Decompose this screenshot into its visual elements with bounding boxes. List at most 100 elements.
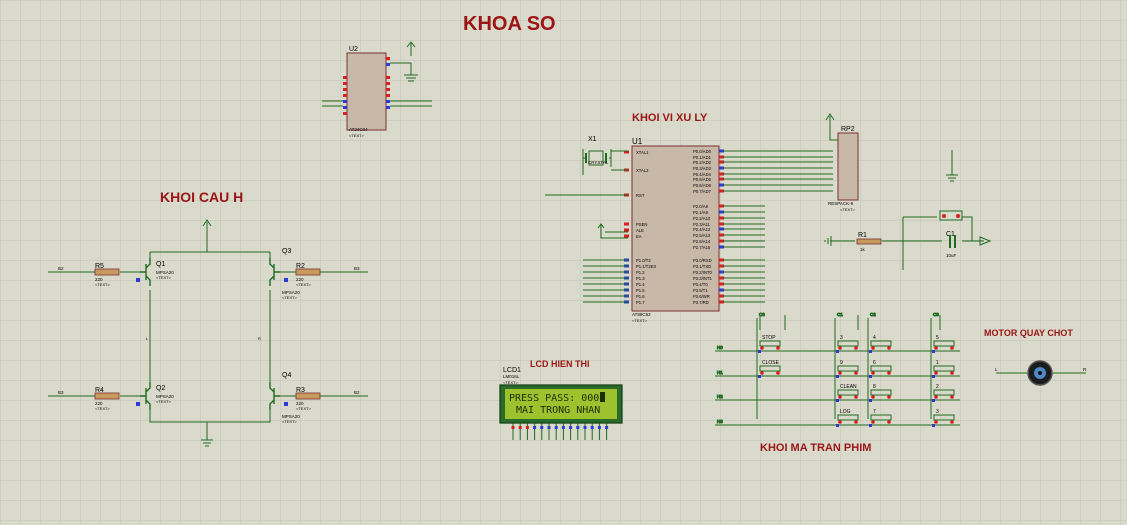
u1-pin-label-right: P2.7/A15	[693, 245, 711, 250]
resistor-r4: R4 220<TEXT>	[94, 387, 120, 411]
keypad-key: 3	[836, 335, 859, 353]
h-bridge[interactable]: Q1MPSA20<TEXT>Q2MPSA20<TEXT>Q3MPSA20<TEX…	[48, 219, 368, 447]
resistor-value: 220	[95, 277, 103, 282]
transistor-ref: Q3	[282, 248, 291, 255]
resistor-text-placeholder: <TEXT>	[296, 406, 312, 411]
u1-pin-label-right: P2.4/A12	[693, 227, 711, 232]
transistors: Q1MPSA20<TEXT>Q2MPSA20<TEXT>Q3MPSA20<TEX…	[136, 248, 300, 424]
u2-pins	[343, 57, 390, 115]
u1-pin-right	[719, 258, 724, 262]
r1-ref: R1	[858, 232, 867, 239]
resistor-ref: R4	[95, 387, 104, 394]
u1-pin-label-left: P1.6	[636, 294, 645, 299]
resistor-value: 220	[296, 401, 304, 406]
lcd-line-1: PRESS PASS: 000	[509, 393, 599, 404]
u1-pin-right	[719, 276, 724, 280]
u1-pin-label-left: RST	[636, 193, 645, 198]
u1-pin-right	[719, 222, 724, 226]
keypad-key-label: 2	[936, 384, 939, 390]
u2-ref: U2	[349, 46, 358, 53]
r1-value: 1k	[860, 247, 866, 252]
u1-pin-left	[624, 222, 629, 226]
keypad-row-net: H3	[717, 419, 723, 424]
u1-pin-label-left: P1.2	[636, 270, 645, 275]
u1-pin-label-right: P0.5/AD5	[693, 177, 712, 182]
u2-eeprom[interactable]: U2 AT24C04 <TEXT>	[322, 41, 432, 138]
motor[interactable]: L R	[995, 360, 1087, 386]
u2-wires	[322, 41, 432, 107]
lcd-display[interactable]: LCD1 LM016L <TEXT> PRESS PASS: 000 MAI T…	[499, 367, 623, 440]
transistor-text-placeholder: <TEXT>	[282, 295, 298, 300]
x1-ref: X1	[588, 136, 597, 143]
u1-pin-label-right: P3.1/TXD	[693, 264, 711, 269]
motor-net-r: R	[1083, 367, 1087, 372]
resistor-text-placeholder: <TEXT>	[296, 282, 312, 287]
u1-pin-label-left: XTAL2	[636, 168, 649, 173]
u1-pin-right	[719, 227, 724, 231]
transistor-ref: Q1	[156, 261, 165, 268]
keypad-key-label: 7	[873, 409, 876, 415]
svg-text:R: R	[258, 336, 261, 341]
u1-pin-label-right: P3.3/INT1	[693, 276, 713, 281]
resistor-value: 220	[95, 401, 103, 406]
lcd-text-placeholder: <TEXT>	[503, 380, 519, 385]
keypad-key-label: 9	[840, 360, 843, 366]
rp2-ref: RP2	[841, 126, 855, 133]
keypad-col-net: C2	[870, 312, 876, 317]
resistor-ref: R5	[95, 263, 104, 270]
keypad-key-label: STOP	[762, 335, 776, 341]
lcd-ref: LCD1	[503, 367, 521, 374]
u1-pin-label-left: P1.3	[636, 276, 645, 281]
u1-pin-right	[719, 172, 724, 176]
u1-pin-label-left: XTAL1	[636, 150, 649, 155]
resistor-text-placeholder: <TEXT>	[95, 282, 111, 287]
u1-pin-right	[719, 282, 724, 286]
resistor-text-placeholder: <TEXT>	[95, 406, 111, 411]
u1-pin-label-left: P1.4	[636, 282, 645, 287]
keypad-key: 4	[869, 335, 892, 353]
svg-text:B2: B2	[58, 266, 64, 271]
lcd-pins	[511, 423, 609, 440]
keypad-row-net: H0	[717, 345, 723, 350]
keypad-key-label: 1	[936, 360, 939, 366]
keypad-row-net: H1	[717, 370, 723, 375]
rp2-resistor-pack[interactable]: RP2 RESPACK-8 <TEXT>	[825, 113, 859, 212]
keypad-key: 3	[932, 409, 955, 427]
lcd-block-title: LCD HIEN THI	[530, 359, 590, 369]
u1-mcu[interactable]: U1 XTAL1XTAL2RSTPSENALEEAP1.0/T2P1.1/T2E…	[624, 137, 724, 323]
u1-pin-right	[719, 245, 724, 249]
u1-pin-label-left: P1.0/T2	[636, 258, 651, 263]
u1-pin-right	[719, 300, 724, 304]
u1-pin-right	[719, 239, 724, 243]
u1-pin-label-right: P0.3/AD3	[693, 166, 712, 171]
lcd-screen	[505, 389, 617, 419]
u1-wires	[545, 149, 833, 303]
u1-pin-right	[719, 166, 724, 170]
u1-pin-label-left: ALE	[636, 228, 644, 233]
keypad-key-label: 5	[936, 335, 939, 341]
keypad-key: CLOSE	[758, 360, 781, 378]
u1-pin-label-right: P2.5/A13	[693, 233, 711, 238]
keypad-key: 9	[836, 360, 859, 378]
x1-crystal[interactable]: X1 CRYSTAL	[585, 136, 609, 166]
u1-pin-label-right: P3.4/T0	[693, 282, 708, 287]
resistor-ref: R2	[296, 263, 305, 270]
transistor-part: MPSA20	[156, 394, 174, 399]
u1-pin-right	[719, 210, 724, 214]
reset-circuit[interactable]: R1 1k C1 10uF	[824, 210, 992, 270]
u1-part: AT89C52	[632, 312, 651, 317]
u1-pin-right	[719, 160, 724, 164]
transistor-part: MPSA20	[282, 290, 300, 295]
keypad-key: 8	[869, 384, 892, 402]
motor-net-l: L	[995, 367, 998, 372]
u1-pin-label-right: P0.6/AD6	[693, 183, 712, 188]
lcd-line-2: MAI TRONG NHAN	[516, 405, 600, 416]
